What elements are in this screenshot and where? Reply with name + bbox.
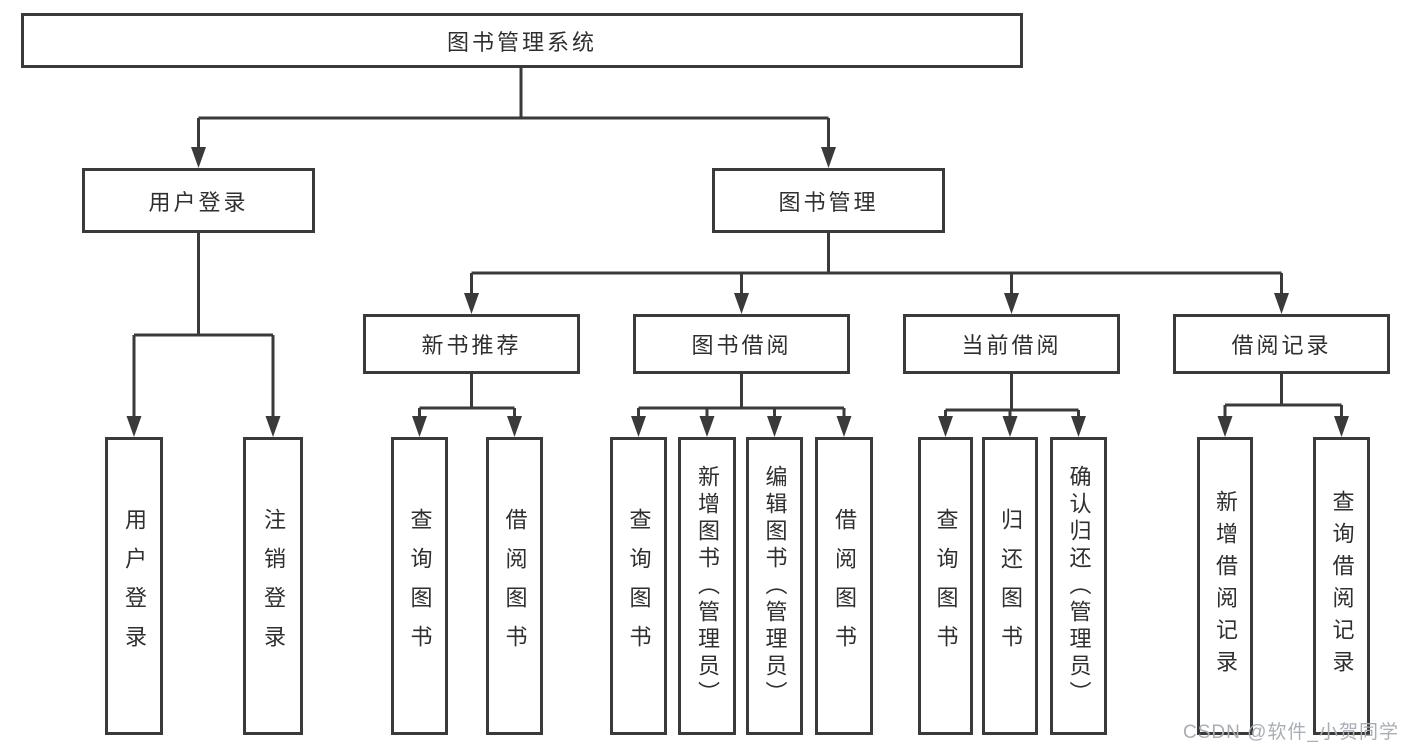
leaf-borrow-query-book-label: 查询图书: [626, 508, 652, 664]
leaf-record-add-record: 新增借阅记录: [1197, 437, 1253, 735]
node-book-borrow: 图书借阅: [633, 314, 850, 374]
leaf-user-login: 用户登录: [105, 437, 163, 735]
arrowhead: [734, 293, 749, 314]
node-book-management-label: 图书管理: [778, 189, 879, 215]
arrowhead: [1334, 416, 1349, 437]
arrowhead: [1004, 293, 1019, 314]
leaf-newrec-query-book-label: 查询图书: [407, 508, 433, 664]
node-user-login-label: 用户登录: [148, 189, 249, 215]
node-current-borrow: 当前借阅: [903, 314, 1120, 374]
arrowhead: [191, 147, 206, 168]
node-current-borrow-label: 当前借阅: [961, 333, 1062, 358]
node-book-borrow-label: 图书借阅: [691, 333, 792, 358]
arrowhead: [836, 416, 852, 437]
arrowhead: [412, 416, 427, 437]
edge-book-borrow-branch: [637, 372, 846, 418]
leaf-current-query-book-label: 查询图书: [933, 508, 959, 664]
arrowhead: [126, 416, 142, 437]
node-user-login: 用户登录: [82, 168, 315, 233]
leaf-logout-label: 注销登录: [261, 508, 286, 664]
edge-user-login-branch: [132, 231, 275, 418]
leaf-current-query-book: 查询图书: [918, 437, 973, 735]
node-borrow-record: 借阅记录: [1173, 314, 1390, 374]
leaf-borrow-add-book: 新增图书（管理员）: [678, 437, 736, 735]
leaf-borrow-edit-book: 编辑图书（管理员）: [746, 437, 803, 735]
leaf-record-add-record-label: 新增借阅记录: [1213, 490, 1238, 682]
arrowhead: [767, 416, 782, 437]
watermark-text: CSDN @软件_小贺同学: [1183, 722, 1399, 743]
leaf-user-login-label: 用户登录: [122, 508, 147, 664]
arrowhead: [464, 293, 479, 314]
leaf-borrow-borrow-book: 借阅图书: [815, 437, 873, 735]
arrowhead: [1274, 293, 1289, 314]
edge-borrow-record-branch: [1223, 372, 1343, 418]
leaf-current-confirm-return-label: 确认归还（管理员）: [1066, 464, 1092, 708]
leaf-borrow-query-book: 查询图书: [610, 437, 667, 735]
edge-new-book-branch: [418, 372, 516, 418]
leaf-borrow-add-book-label: 新增图书（管理员）: [695, 464, 720, 708]
leaf-record-query-record: 查询借阅记录: [1313, 437, 1370, 735]
edge-current-borrow-branch: [944, 372, 1080, 418]
leaf-current-return-book-label: 归还图书: [998, 508, 1023, 664]
edge-book-mgmt-branch: [470, 231, 1283, 295]
arrowhead: [821, 147, 836, 168]
arrowhead: [265, 416, 281, 437]
arrowhead: [1217, 416, 1233, 437]
leaf-logout: 注销登录: [243, 437, 303, 735]
arrowhead: [1071, 416, 1086, 437]
leaf-current-confirm-return: 确认归还（管理员）: [1050, 437, 1107, 735]
arrowhead: [938, 416, 953, 437]
leaf-borrow-borrow-book-label: 借阅图书: [832, 508, 857, 664]
arrowhead: [631, 416, 646, 437]
leaf-newrec-query-book: 查询图书: [391, 437, 448, 735]
node-borrow-record-label: 借阅记录: [1231, 333, 1332, 358]
arrowhead: [699, 416, 715, 437]
leaf-newrec-borrow-book-label: 借阅图书: [502, 508, 528, 664]
arrowhead: [1002, 416, 1018, 437]
node-new-book-recommend: 新书推荐: [363, 314, 580, 374]
node-new-book-recommend-label: 新书推荐: [421, 333, 522, 358]
node-root-label: 图书管理系统: [446, 29, 597, 55]
arrowhead: [507, 416, 522, 437]
leaf-current-return-book: 归还图书: [982, 437, 1038, 735]
leaf-newrec-borrow-book: 借阅图书: [486, 437, 543, 735]
node-book-management: 图书管理: [712, 168, 945, 233]
edge-root-branch: [197, 66, 830, 150]
leaf-borrow-edit-book-label: 编辑图书（管理员）: [762, 464, 788, 708]
node-root: 图书管理系统: [21, 13, 1023, 68]
leaf-record-query-record-label: 查询借阅记录: [1329, 490, 1355, 682]
